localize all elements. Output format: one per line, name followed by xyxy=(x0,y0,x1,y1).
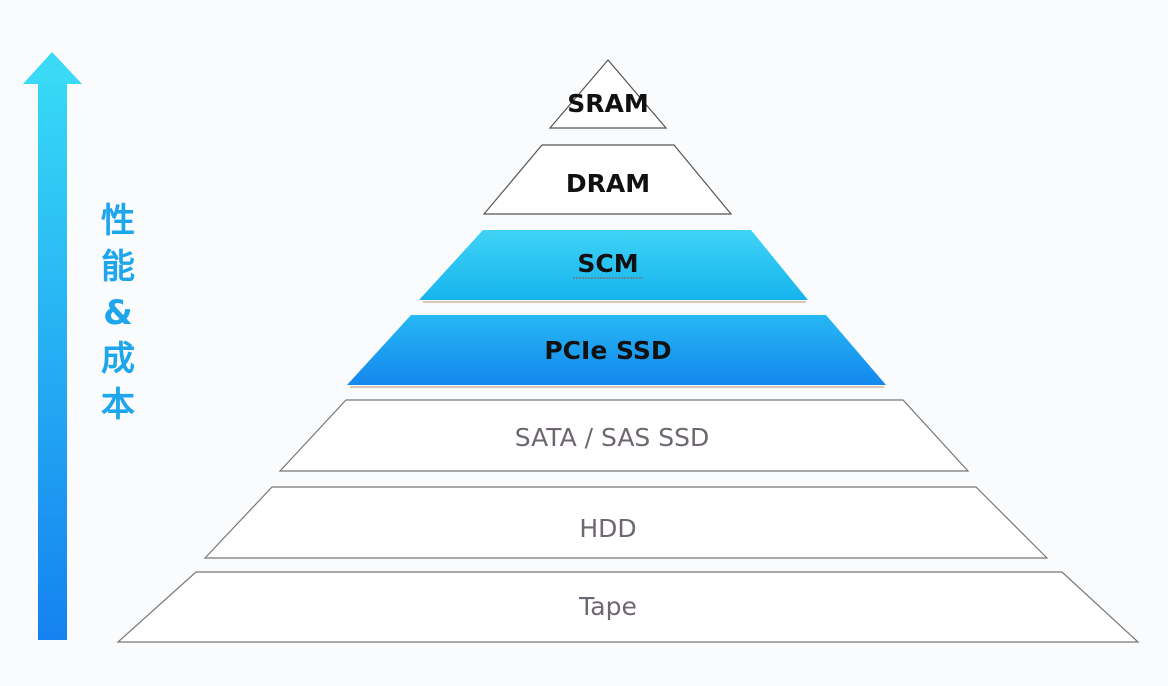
pyramid-level-sram: SRAM xyxy=(548,59,668,129)
level-label: DRAM xyxy=(566,169,650,198)
axis-label-char: 本 xyxy=(101,385,135,425)
pyramid-level-hdd: HDD xyxy=(203,486,1049,559)
level-label: SCM xyxy=(577,249,638,278)
axis-label-char: 能 xyxy=(101,247,135,287)
level-label: SRAM xyxy=(567,89,648,118)
axis-label-char: 性 xyxy=(101,201,135,241)
arrow-shaft xyxy=(38,82,67,640)
arrow-up-icon xyxy=(23,52,82,84)
level-label: Tape xyxy=(578,592,637,621)
pyramid-level-pcie-ssd: PCIe SSD xyxy=(347,315,886,388)
axis-label-char: & xyxy=(103,293,133,333)
level-label: SATA / SAS SSD xyxy=(515,423,709,452)
pyramid-level-tape: Tape xyxy=(116,571,1140,643)
axis-label: 性 能 & 成 本 xyxy=(98,198,138,428)
performance-cost-arrow xyxy=(23,52,82,640)
pyramid-level-dram: DRAM xyxy=(482,144,733,215)
axis-label-char: 成 xyxy=(101,339,135,379)
level-label: PCIe SSD xyxy=(544,336,671,365)
pyramid-level-sata-sas-ssd: SATA / SAS SSD xyxy=(278,399,970,472)
pyramid-level-scm: SCM xyxy=(419,230,808,303)
level-label: HDD xyxy=(579,514,636,543)
